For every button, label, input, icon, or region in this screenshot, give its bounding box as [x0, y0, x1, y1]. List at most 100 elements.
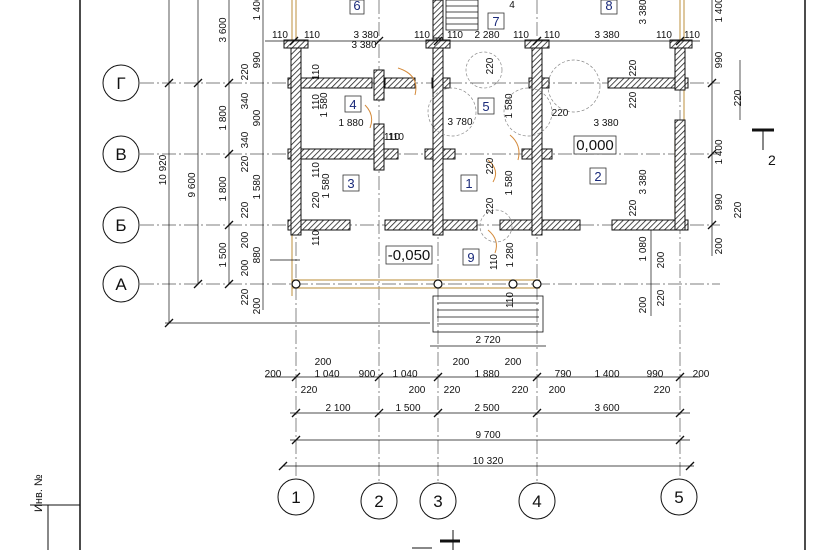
dimension-label: 200	[252, 297, 263, 314]
axis-label-a: А	[115, 275, 127, 294]
dimension-label: 110	[656, 30, 672, 41]
dimension-label: 880	[252, 246, 263, 263]
dimension-label: 1 580	[321, 173, 332, 198]
dimension-label: 110	[311, 230, 322, 246]
axis-label-5: 5	[674, 488, 683, 507]
dimension-label: 110	[272, 30, 288, 41]
level-porch: -0,050	[388, 247, 431, 264]
walls	[283, 0, 693, 236]
dimension-label: 3 380	[594, 30, 619, 41]
dimension-label: 200	[409, 385, 426, 396]
dimension-label: 1 800	[218, 105, 229, 130]
dimension-label: 110	[384, 132, 400, 143]
axis-label-3: 3	[433, 492, 442, 511]
room-7: 7	[492, 14, 499, 29]
dimension-label: 200	[265, 369, 282, 380]
dim-texts-right: 1 400 990 220 1 400 990 220 200 3 380 3 …	[638, 0, 744, 313]
dimension-label: 200	[240, 231, 251, 248]
stamp-label: Инв. №	[33, 474, 45, 512]
dimension-label: 10 320	[473, 456, 504, 467]
dimension-label: 4	[509, 0, 515, 11]
axis-label-g: Г	[116, 74, 125, 93]
dimension-label: 9 600	[187, 172, 198, 197]
dimension-label: 1 280	[505, 242, 516, 267]
dimension-label: 1 500	[218, 242, 229, 267]
dimension-label: 220	[628, 91, 639, 108]
dimension-label: 3 600	[218, 17, 229, 42]
dimension-label: 1 400	[252, 0, 263, 21]
room-5: 5	[482, 99, 489, 114]
dimension-label: 340	[240, 131, 251, 148]
dimension-label: 3 600	[594, 403, 619, 414]
dimension-label: 220	[654, 385, 671, 396]
section-mark: 2	[412, 128, 776, 550]
dimension-label: 220	[301, 385, 318, 396]
dimension-label: 220	[311, 191, 322, 208]
dimension-label: 2 100	[325, 403, 350, 414]
dimension-label: 1 580	[319, 92, 330, 117]
dimension-label: 220	[240, 201, 251, 218]
porch-steps	[432, 295, 544, 333]
dimension-label: 110	[388, 132, 404, 143]
axis-label-4: 4	[532, 492, 541, 511]
dimension-label: 110	[544, 30, 560, 41]
room-8: 8	[605, 0, 612, 13]
dimension-lines	[165, 0, 741, 467]
dimension-label: 220	[485, 57, 496, 74]
level-main: 0,000	[576, 137, 614, 154]
dimension-label: 340	[240, 92, 251, 109]
section-mark-label: 2	[768, 152, 776, 168]
dimension-label: 220	[240, 288, 251, 305]
dimension-label: 110	[311, 64, 322, 80]
dimension-label: 900	[252, 109, 263, 126]
dimension-label: 1 400	[714, 139, 725, 164]
dimension-label: 110	[311, 162, 322, 178]
dimension-label: 1 800	[218, 176, 229, 201]
dimension-label: 1 040	[392, 369, 417, 380]
dimension-label: 1 400	[594, 369, 619, 380]
dimension-label: 110	[684, 30, 700, 41]
dimension-label: 200	[656, 251, 667, 268]
dimension-label: 110	[304, 30, 320, 41]
dimension-label: 990	[714, 193, 725, 210]
dimension-label: 200	[240, 259, 251, 276]
axis-label-v: В	[115, 145, 126, 164]
dimension-label: 1 040	[314, 369, 339, 380]
dimension-label: 110	[489, 254, 500, 270]
dimension-label: 110	[513, 30, 529, 41]
dimension-label: 1 580	[504, 170, 515, 195]
dim-texts-interior: 3 380 1 580 110 1 880 110 110 3 780 3 38…	[311, 0, 639, 308]
dimension-label: 1 500	[395, 403, 420, 414]
room-2: 2	[594, 169, 601, 184]
dimension-label: 2 280	[474, 30, 499, 41]
dimension-label: 3 380	[593, 118, 618, 129]
room-3: 3	[347, 176, 354, 191]
dimension-label: 110	[311, 94, 322, 110]
dimension-label: 220	[656, 289, 667, 306]
dimension-label: 220	[485, 157, 496, 174]
dimension-label: 3 380	[638, 169, 649, 194]
axis-label-b: Б	[115, 216, 126, 235]
dimension-label: 9 700	[475, 430, 500, 441]
dimension-label: 990	[252, 51, 263, 68]
dimension-label: 220	[240, 155, 251, 172]
dimension-label: 1 880	[338, 118, 363, 129]
stairs	[445, 0, 479, 31]
dimension-label: 220	[733, 89, 744, 106]
dimension-label: 200	[638, 296, 649, 313]
dimension-label: 2 720	[475, 335, 500, 346]
axis-markers-letters: Г В Б А	[102, 64, 140, 303]
dimension-label: 2 500	[474, 403, 499, 414]
room-labels: 6 7 8 4 5 3 1 2 9	[342, 0, 618, 266]
dimension-label: 220	[240, 63, 251, 80]
dimension-label: 110	[505, 292, 516, 308]
dimension-label: 3 380	[353, 30, 378, 41]
dashed-zones	[427, 51, 601, 243]
dimension-label: 200	[549, 385, 566, 396]
room-6: 6	[353, 0, 360, 13]
dimension-label: 200	[505, 357, 522, 368]
dimension-label: 3 780	[447, 117, 472, 128]
dimension-label: 990	[714, 51, 725, 68]
room-1: 1	[465, 176, 472, 191]
door-swings	[364, 67, 520, 254]
